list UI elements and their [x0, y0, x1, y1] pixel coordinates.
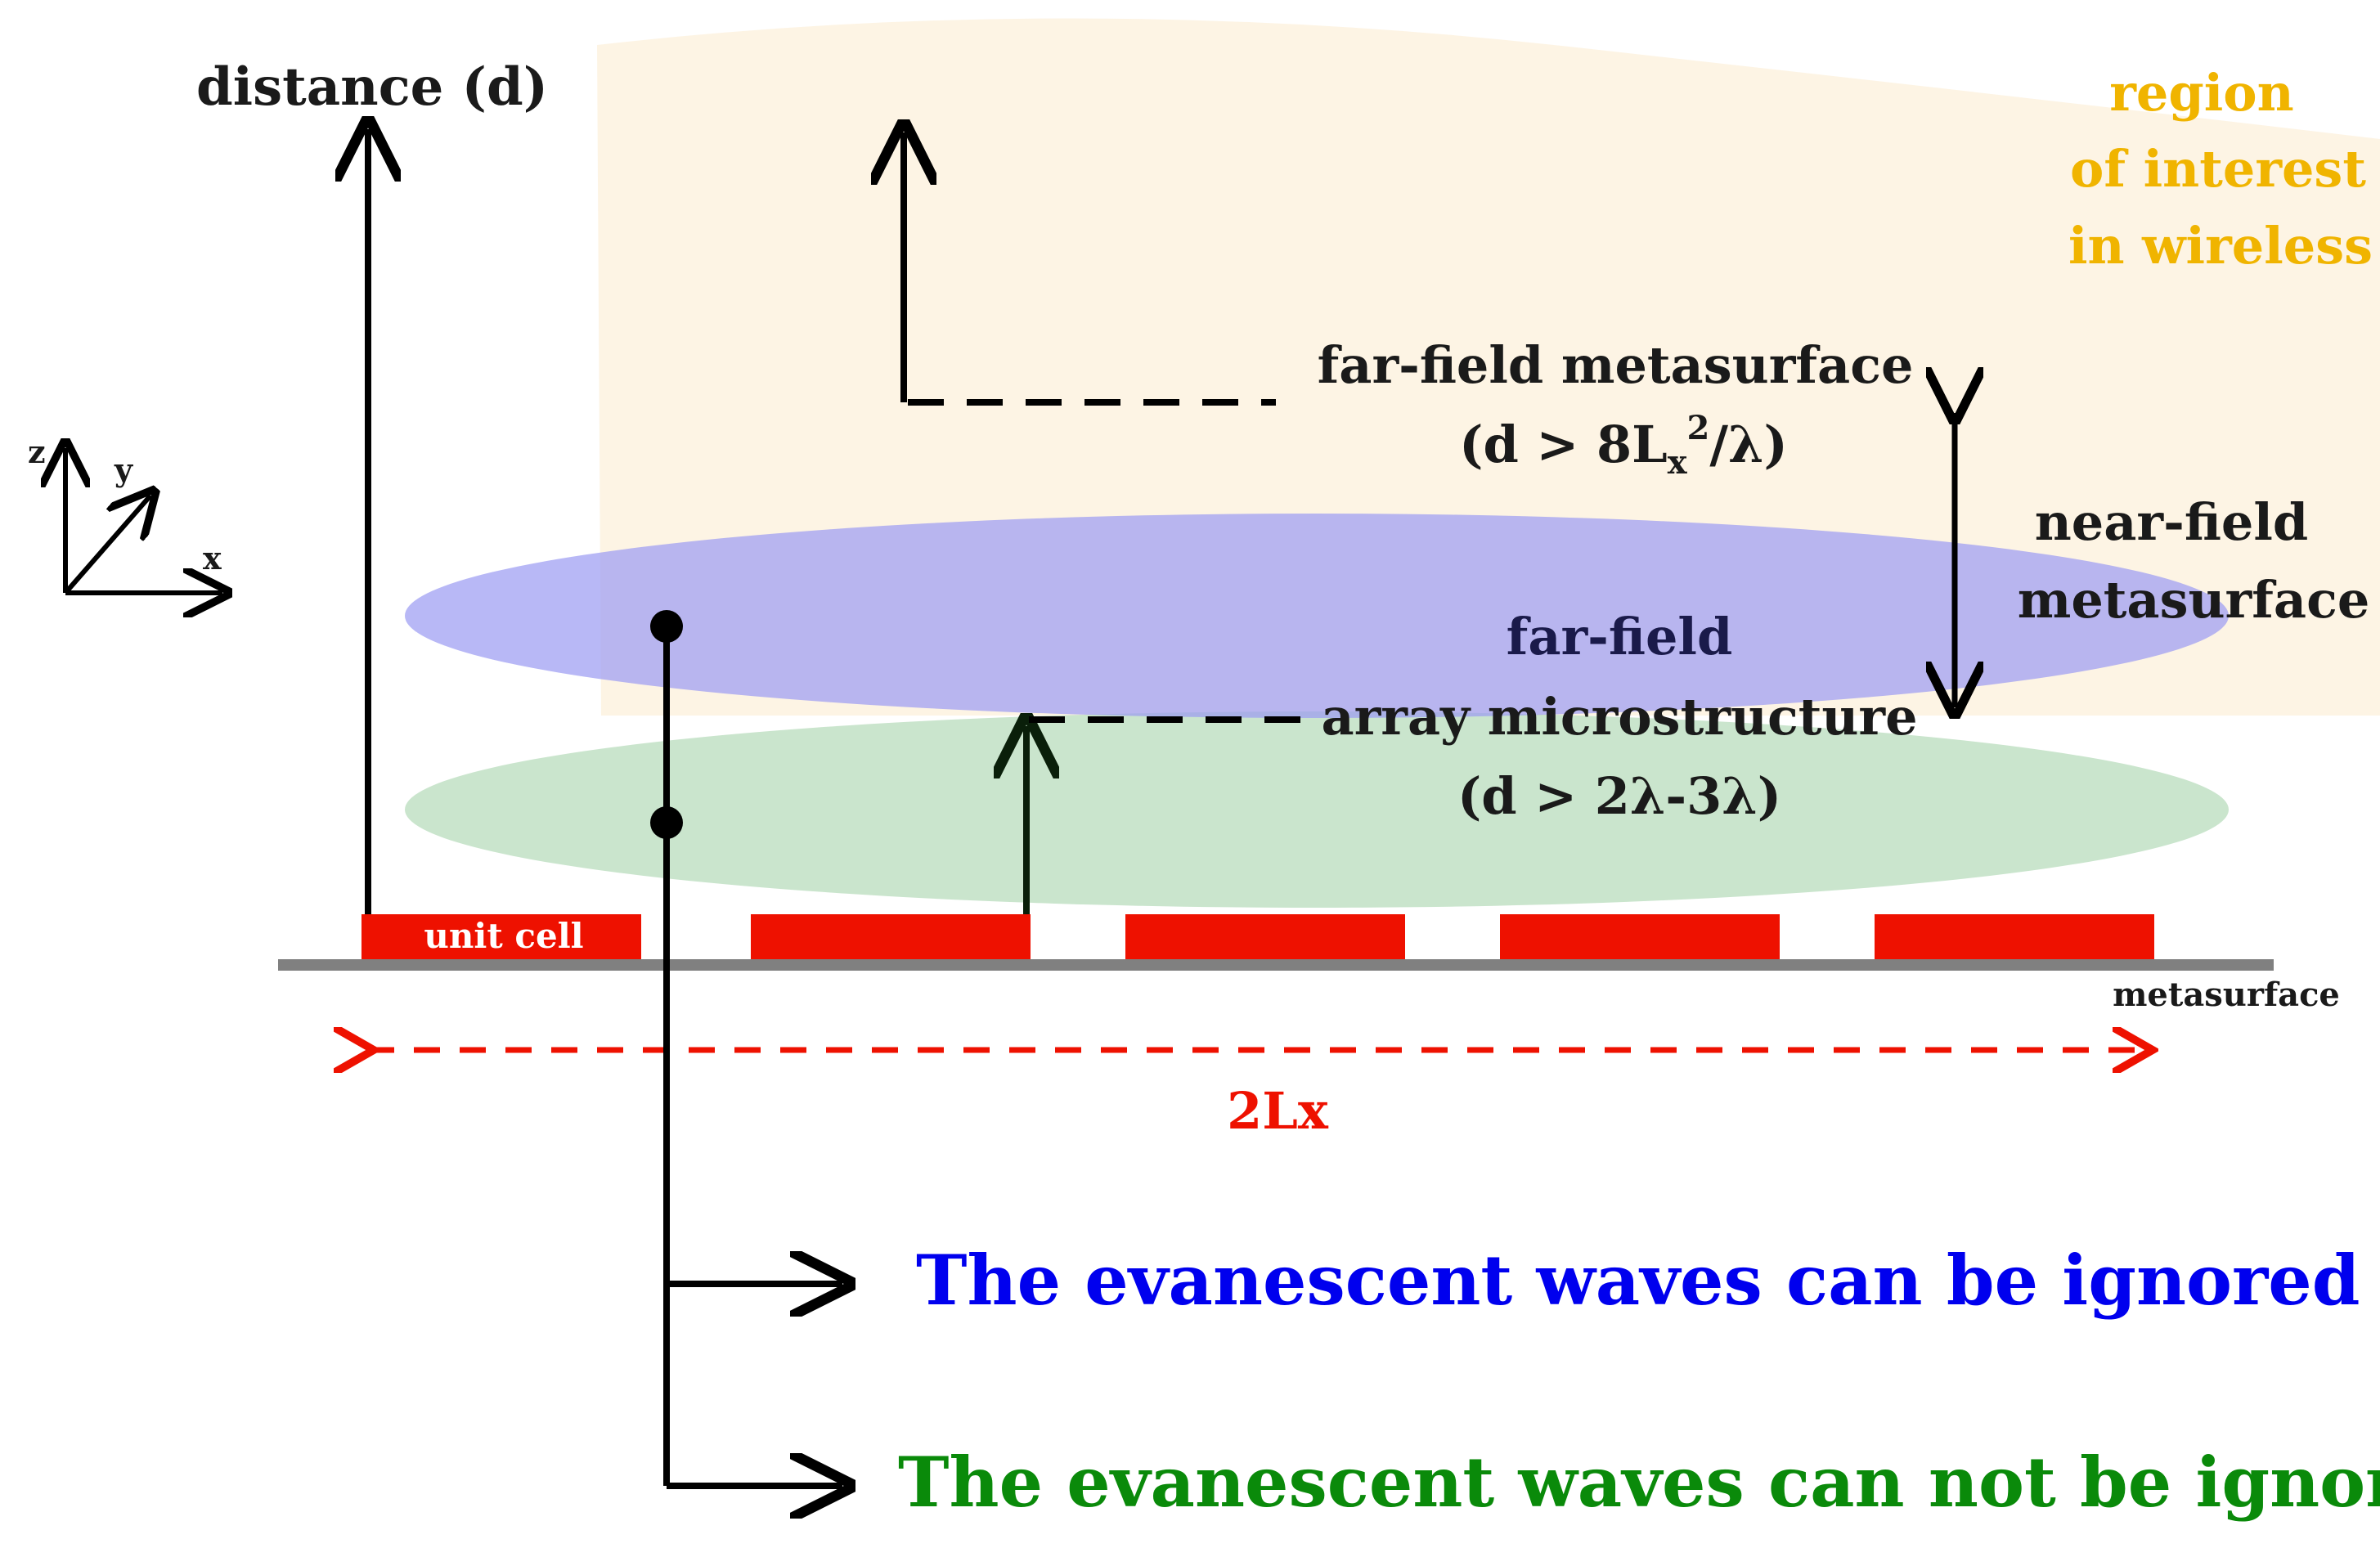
- x-axis-label: x: [203, 540, 222, 577]
- svg-text:of interest: of interest: [2070, 139, 2366, 199]
- near-field-label: near-field: [2035, 492, 2309, 552]
- far-field-array-label: far-field: [1507, 607, 1733, 666]
- near-field-metasurface-label: metasurface: [2018, 570, 2370, 630]
- unit-cell: [751, 914, 1031, 959]
- far-field-metasurface-condition: (d > 8Lx2/λ): [1459, 409, 1788, 482]
- far-field-metasurface-label: far-field metasurface: [1318, 335, 1914, 395]
- blue-ellipse-point: [650, 610, 683, 643]
- unit-cell-label: unit cell: [424, 916, 583, 956]
- svg-text:region: region: [2109, 63, 2293, 123]
- green-ellipse-point: [650, 806, 683, 839]
- green-statement: The evanescent waves can not be ignored: [898, 1442, 2380, 1523]
- distance-axis-label: distance (d): [196, 56, 548, 118]
- blue-statement: The evanescent waves can be ignored: [916, 1240, 2360, 1321]
- pointer-connector: [650, 610, 842, 1486]
- unit-cell: [1875, 914, 2154, 959]
- z-axis-label: z: [28, 433, 46, 470]
- unit-cell: [361, 914, 641, 959]
- region-of-interest-label: region of interest in wireless: [2068, 63, 2373, 276]
- unit-cell: [1125, 914, 1405, 959]
- far-field-array-condition: (d > 2λ-3λ): [1457, 766, 1781, 826]
- y-axis-label: y: [114, 451, 133, 488]
- blue-ellipse: [405, 514, 2229, 718]
- green-ellipse: [405, 711, 2229, 908]
- unit-cell: [1500, 914, 1780, 959]
- coordinate-axes: z y x: [28, 433, 222, 593]
- array-microstructure-label: array microstructure: [1321, 687, 1917, 747]
- svg-text:in wireless: in wireless: [2068, 216, 2373, 276]
- metasurface-label: metasurface: [2113, 976, 2340, 1014]
- span-label: 2Lx: [1227, 1081, 1329, 1141]
